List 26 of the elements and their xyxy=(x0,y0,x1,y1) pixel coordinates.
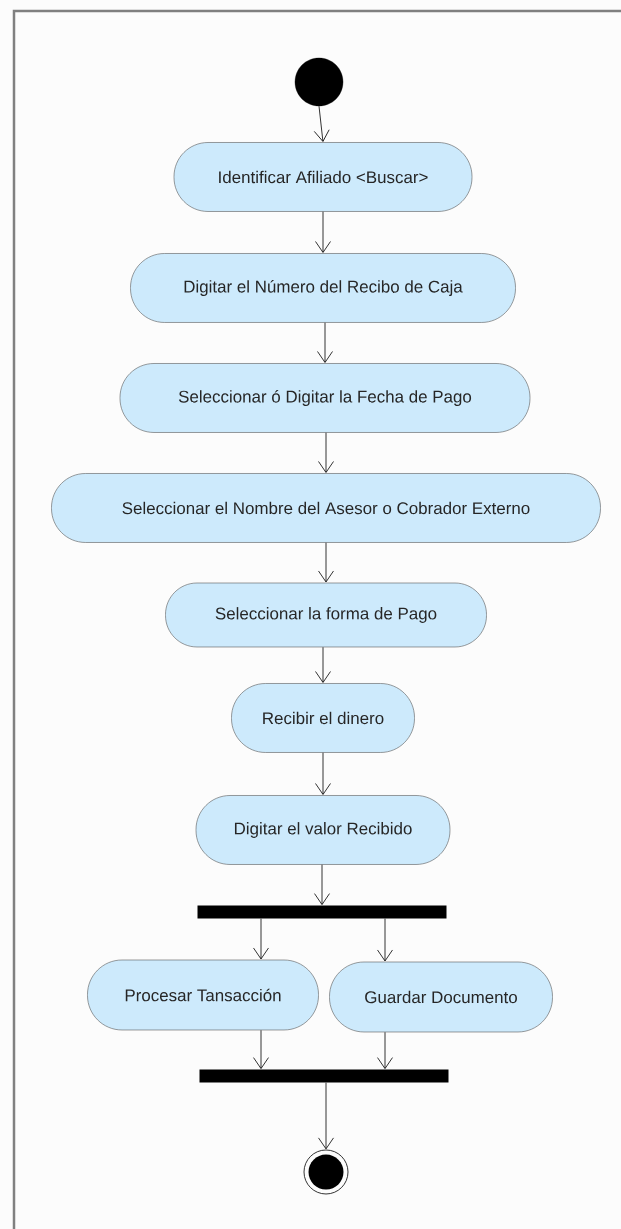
sync-bar xyxy=(199,1069,449,1083)
arrow xyxy=(315,752,331,795)
action-box: Seleccionar ó Digitar la Fecha de Pago xyxy=(119,363,531,433)
arrow xyxy=(253,918,269,960)
action-box: Identificar Afiliado <Buscar> xyxy=(173,142,473,212)
arrow xyxy=(377,1031,393,1069)
arrow xyxy=(317,322,333,363)
arrow xyxy=(315,211,331,253)
sync-bar xyxy=(197,905,447,919)
arrow xyxy=(315,646,331,683)
arrow xyxy=(377,918,393,962)
arrow xyxy=(318,1082,334,1150)
end-node xyxy=(303,1149,349,1195)
arrow xyxy=(314,864,330,905)
start-node xyxy=(294,57,344,107)
arrow xyxy=(318,432,334,473)
arrow xyxy=(253,1029,269,1069)
action-box: Guardar Documento xyxy=(329,961,553,1033)
action-box: Seleccionar el Nombre del Asesor o Cobrador Externo xyxy=(51,473,601,543)
action-box: Procesar Tansacción xyxy=(87,959,319,1031)
action-box: Digitar el valor Recibido xyxy=(195,795,451,865)
action-box: Recibir el dinero xyxy=(231,683,415,753)
action-box: Seleccionar la forma de Pago xyxy=(165,582,487,648)
action-box: Digitar el Número del Recibo de Caja xyxy=(130,253,516,323)
arrow xyxy=(318,542,334,583)
arrow xyxy=(313,105,330,142)
